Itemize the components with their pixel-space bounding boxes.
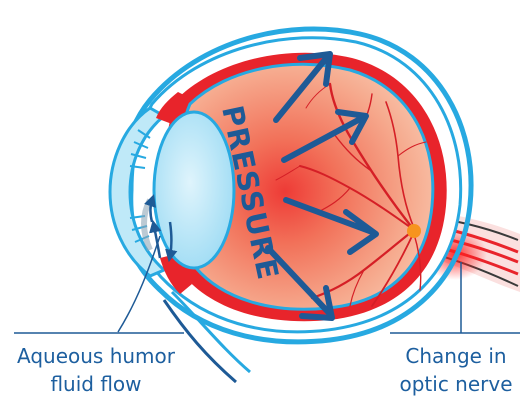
aqueous-label-line1: Aqueous humor — [2, 342, 190, 370]
optic-label-line2: optic nerve — [392, 370, 520, 398]
optic-disc — [407, 224, 421, 238]
aqueous-humor-label: Aqueous humor fluid flow — [2, 342, 190, 398]
optic-nerve-label: Change in optic nerve — [392, 342, 520, 398]
aqueous-label-line2: fluid flow — [2, 370, 190, 398]
optic-label-line1: Change in — [392, 342, 520, 370]
